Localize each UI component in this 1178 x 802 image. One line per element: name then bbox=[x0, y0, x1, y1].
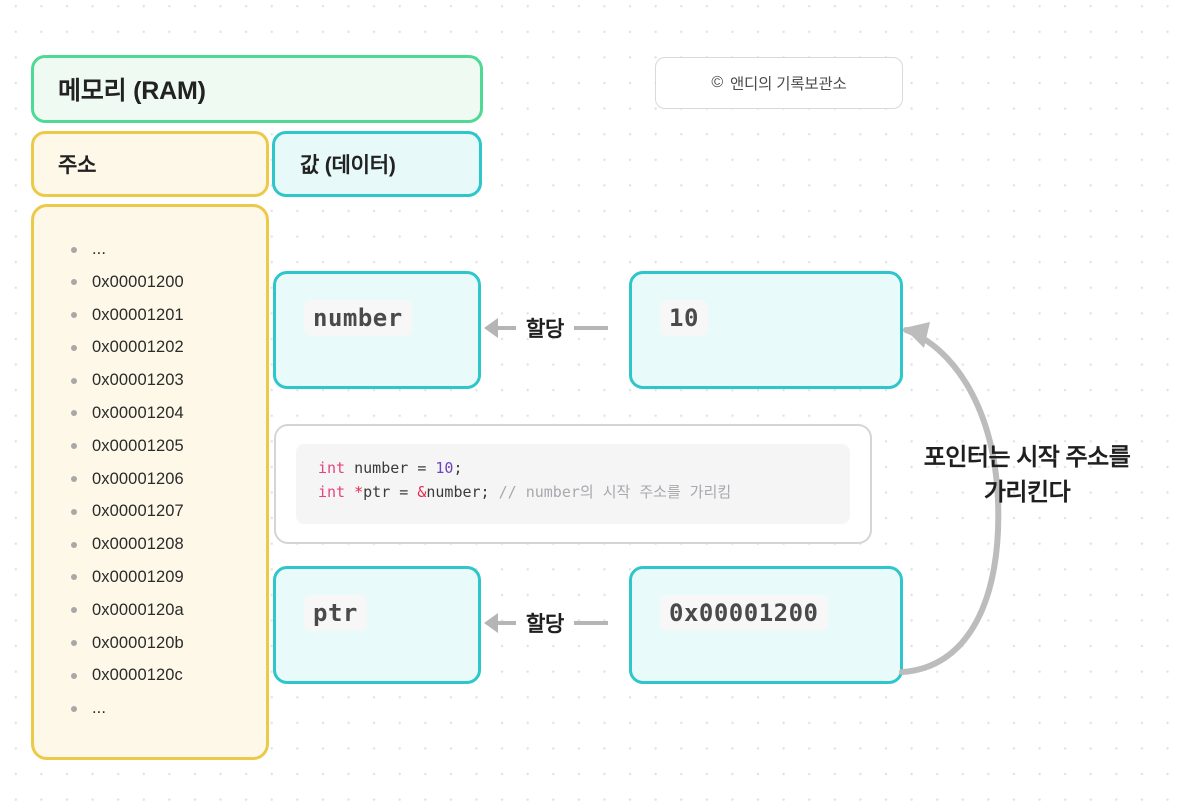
column-header-value-label: 값 (데이터) bbox=[300, 154, 396, 177]
arrow-head-left-icon bbox=[484, 613, 498, 633]
pointer-annotation-line1: 포인터는 시작 주소를 bbox=[923, 444, 1131, 471]
code-semicolon: ; bbox=[453, 459, 463, 477]
variable-box-number: number bbox=[273, 271, 481, 389]
pointer-curve-path bbox=[899, 327, 1002, 675]
code-address-operator: & bbox=[417, 483, 427, 501]
list-item: 0x00001205 bbox=[71, 430, 266, 463]
allocation-label-number: 할당 bbox=[526, 318, 565, 341]
code-comment: // number의 시작 주소를 가리킴 bbox=[489, 483, 732, 501]
list-item: 0x0000120a bbox=[71, 594, 266, 627]
pointer-annotation: 포인터는 시작 주소를 가리킨다 bbox=[882, 440, 1172, 510]
allocation-arrow-number: 할당 bbox=[484, 308, 630, 348]
address-list: ... 0x00001200 0x00001201 0x00001202 0x0… bbox=[34, 233, 266, 725]
variable-name-number: number bbox=[304, 300, 412, 336]
code-number-literal: 10 bbox=[435, 459, 454, 477]
list-item: 0x0000120b bbox=[71, 627, 266, 660]
column-header-address-label: 주소 bbox=[58, 154, 97, 177]
value-box-number: 10 bbox=[629, 271, 903, 389]
column-header-address: 주소 bbox=[31, 131, 269, 197]
watermark-badge: © 앤디의 기록보관소 bbox=[655, 57, 903, 109]
list-item: 0x00001204 bbox=[71, 397, 266, 430]
code-identifier: number; bbox=[426, 483, 490, 501]
code-star-operator: * bbox=[345, 483, 364, 501]
list-item: 0x00001203 bbox=[71, 364, 266, 397]
watermark-label: 앤디의 기록보관소 bbox=[730, 76, 847, 93]
code-identifier: number bbox=[345, 459, 418, 477]
pointer-curve-arrow bbox=[899, 322, 1002, 675]
arrow-line-segment bbox=[574, 621, 609, 625]
code-assign: = bbox=[399, 483, 418, 501]
list-item: 0x00001209 bbox=[71, 561, 266, 594]
code-keyword: int bbox=[318, 483, 346, 501]
allocation-label-ptr: 할당 bbox=[526, 613, 565, 636]
memory-ram-header: 메모리 (RAM) bbox=[31, 55, 483, 123]
code-block: int number = 10; int *ptr = &number; // … bbox=[296, 444, 850, 524]
code-keyword: int bbox=[318, 459, 346, 477]
code-snippet-card: int number = 10; int *ptr = &number; // … bbox=[274, 424, 872, 544]
column-header-value: 값 (데이터) bbox=[272, 131, 482, 197]
pointer-annotation-line2: 가리킨다 bbox=[983, 479, 1071, 506]
list-item: 0x00001201 bbox=[71, 299, 266, 332]
arrow-line-segment bbox=[574, 326, 609, 330]
list-item: 0x00001207 bbox=[71, 495, 266, 528]
value-box-ptr: 0x00001200 bbox=[629, 566, 903, 684]
variable-name-ptr: ptr bbox=[304, 595, 367, 631]
code-assign: = bbox=[417, 459, 436, 477]
list-item: 0x00001206 bbox=[71, 463, 266, 496]
arrow-head-icon bbox=[904, 322, 930, 348]
list-item: 0x00001208 bbox=[71, 528, 266, 561]
value-ptr-address: 0x00001200 bbox=[660, 595, 828, 631]
code-identifier: ptr bbox=[363, 483, 400, 501]
list-item: 0x00001202 bbox=[71, 331, 266, 364]
copyright-icon: © bbox=[711, 74, 723, 91]
variable-box-ptr: ptr bbox=[273, 566, 481, 684]
list-item: ... bbox=[71, 692, 266, 725]
list-item: ... bbox=[71, 233, 266, 266]
arrow-line-segment bbox=[498, 326, 516, 330]
allocation-arrow-ptr: 할당 bbox=[484, 603, 630, 643]
value-number: 10 bbox=[660, 300, 708, 336]
list-item: 0x0000120c bbox=[71, 659, 266, 692]
arrow-line-segment bbox=[498, 621, 516, 625]
memory-ram-title: 메모리 (RAM) bbox=[58, 77, 206, 105]
list-item: 0x00001200 bbox=[71, 266, 266, 299]
address-list-panel: ... 0x00001200 0x00001201 0x00001202 0x0… bbox=[31, 204, 269, 760]
arrow-head-left-icon bbox=[484, 318, 498, 338]
